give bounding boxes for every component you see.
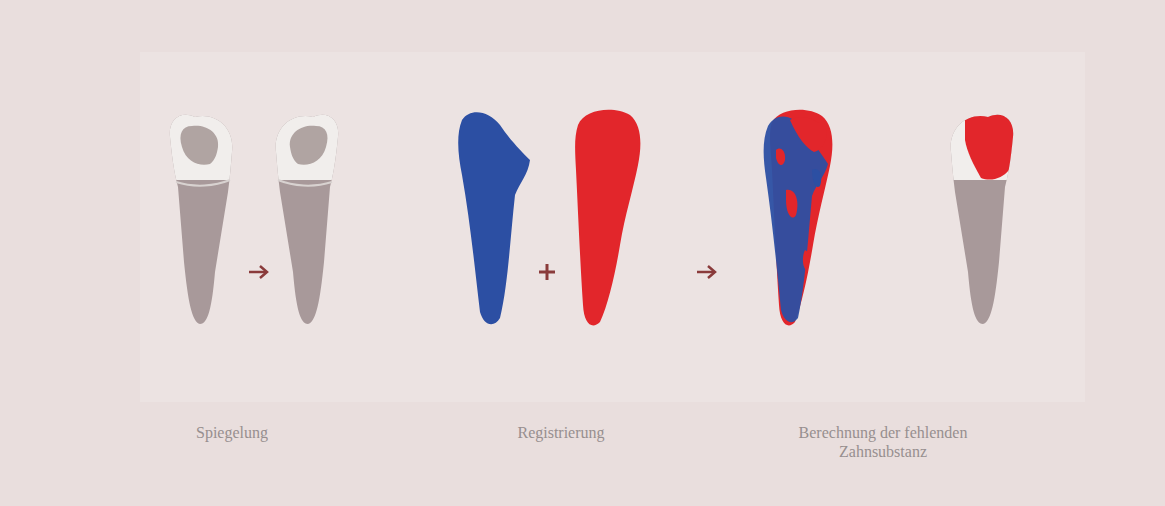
plus-sign: [539, 264, 555, 280]
overlay-surfaces: [764, 110, 833, 326]
tooth: [170, 115, 233, 324]
step-label: Berechnung der fehlenden Zahnsubstanz: [763, 423, 1003, 461]
blue-surface: [458, 112, 530, 324]
arrow: [249, 266, 267, 278]
mirrored-tooth: [276, 115, 339, 324]
red-surface: [575, 110, 640, 326]
panel: [140, 52, 1085, 402]
step-label: Registrierung: [451, 423, 671, 442]
arrow: [697, 266, 715, 278]
step-label: Spiegelung: [132, 423, 332, 442]
reconstructed-tooth: [951, 113, 1015, 324]
